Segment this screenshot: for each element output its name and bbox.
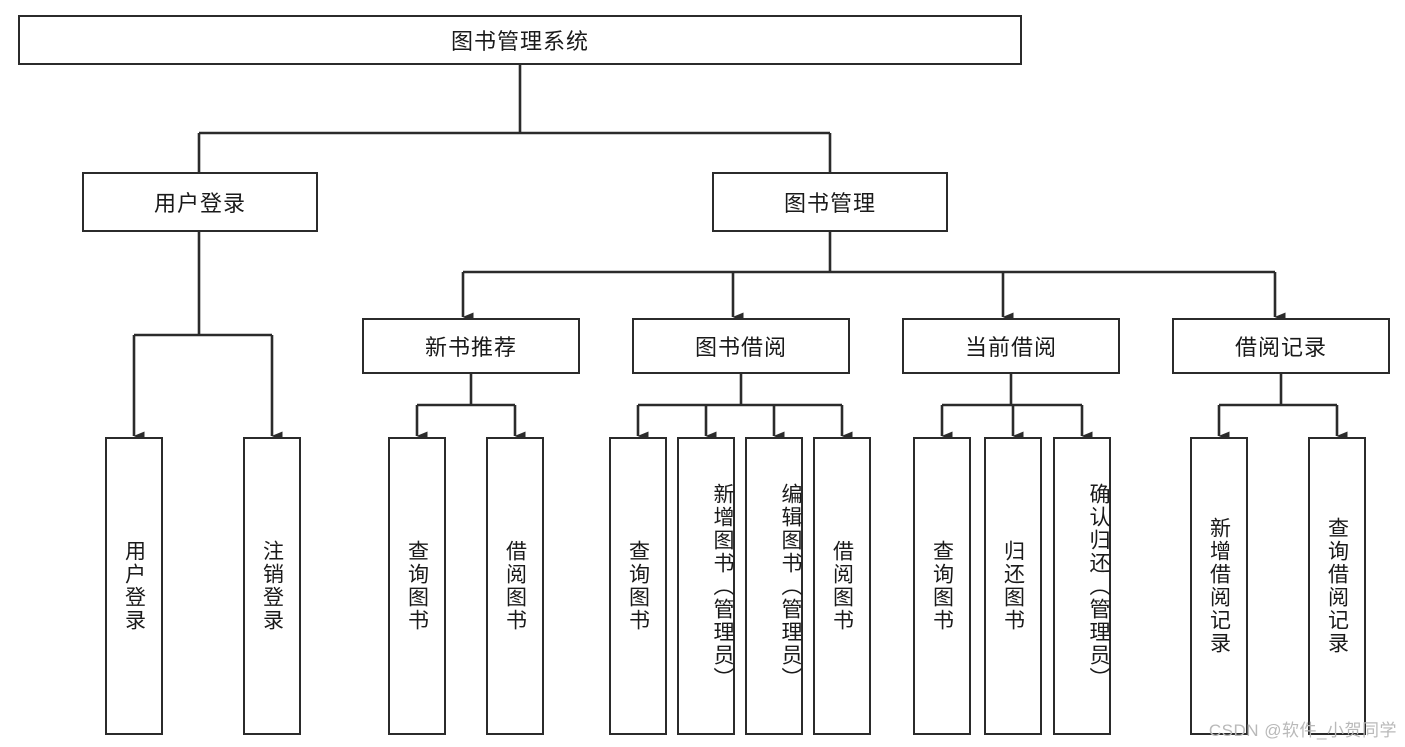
node-leaf-add-borrow-record[interactable]: 新增借阅记录 <box>1190 437 1248 735</box>
node-leaf-return-book[interactable]: 归还图书 <box>984 437 1042 735</box>
node-new-book-recommend[interactable]: 新书推荐 <box>362 318 580 374</box>
node-label-new-book-recommend: 新书推荐 <box>424 335 517 360</box>
node-leaf-query-book-3[interactable]: 查询图书 <box>913 437 971 735</box>
watermark-label: CSDN @软件_小贺同学 <box>1208 721 1397 740</box>
node-label-leaf-add-book-admin: 新增图书（管理员） <box>711 482 734 690</box>
node-user-login[interactable]: 用户登录 <box>82 172 318 232</box>
node-borrow-record[interactable]: 借阅记录 <box>1172 318 1390 374</box>
node-label-leaf-query-book-1: 查询图书 <box>405 540 429 632</box>
node-label-current-borrow: 当前借阅 <box>964 335 1057 360</box>
node-label-book-manage: 图书管理 <box>783 191 876 216</box>
node-leaf-confirm-return-admin[interactable]: 确认归还（管理员） <box>1053 437 1111 735</box>
node-label-leaf-user-login: 用户登录 <box>122 540 146 632</box>
node-leaf-user-logout[interactable]: 注销登录 <box>243 437 301 735</box>
node-leaf-user-login[interactable]: 用户登录 <box>105 437 163 735</box>
node-leaf-borrow-book-1[interactable]: 借阅图书 <box>486 437 544 735</box>
node-leaf-edit-book-admin[interactable]: 编辑图书（管理员） <box>745 437 803 735</box>
node-leaf-query-book-2[interactable]: 查询图书 <box>609 437 667 735</box>
node-leaf-query-book-1[interactable]: 查询图书 <box>388 437 446 735</box>
node-label-user-login: 用户登录 <box>153 191 246 216</box>
node-label-leaf-return-book: 归还图书 <box>1001 540 1025 632</box>
node-label-leaf-query-book-3: 查询图书 <box>930 540 954 632</box>
node-current-borrow[interactable]: 当前借阅 <box>902 318 1120 374</box>
node-leaf-query-borrow-record[interactable]: 查询借阅记录 <box>1308 437 1366 735</box>
node-book-manage[interactable]: 图书管理 <box>712 172 948 232</box>
node-label-book-borrow: 图书借阅 <box>694 335 787 360</box>
node-label-leaf-query-borrow-record: 查询借阅记录 <box>1325 517 1349 655</box>
node-label-leaf-add-borrow-record: 新增借阅记录 <box>1207 517 1231 655</box>
node-label-leaf-user-logout: 注销登录 <box>260 540 284 632</box>
node-leaf-borrow-book-2[interactable]: 借阅图书 <box>813 437 871 735</box>
node-label-leaf-edit-book-admin: 编辑图书（管理员） <box>779 482 802 690</box>
node-label-leaf-query-book-2: 查询图书 <box>626 540 650 632</box>
node-label-borrow-record: 借阅记录 <box>1234 335 1327 360</box>
node-leaf-add-book-admin[interactable]: 新增图书（管理员） <box>677 437 735 735</box>
node-book-borrow[interactable]: 图书借阅 <box>632 318 850 374</box>
node-label-leaf-borrow-book-2: 借阅图书 <box>830 540 854 632</box>
node-label-root: 图书管理系统 <box>450 29 589 54</box>
node-label-leaf-borrow-book-1: 借阅图书 <box>503 540 527 632</box>
node-label-leaf-confirm-return-admin: 确认归还（管理员） <box>1087 482 1110 690</box>
node-root[interactable]: 图书管理系统 <box>18 15 1022 65</box>
